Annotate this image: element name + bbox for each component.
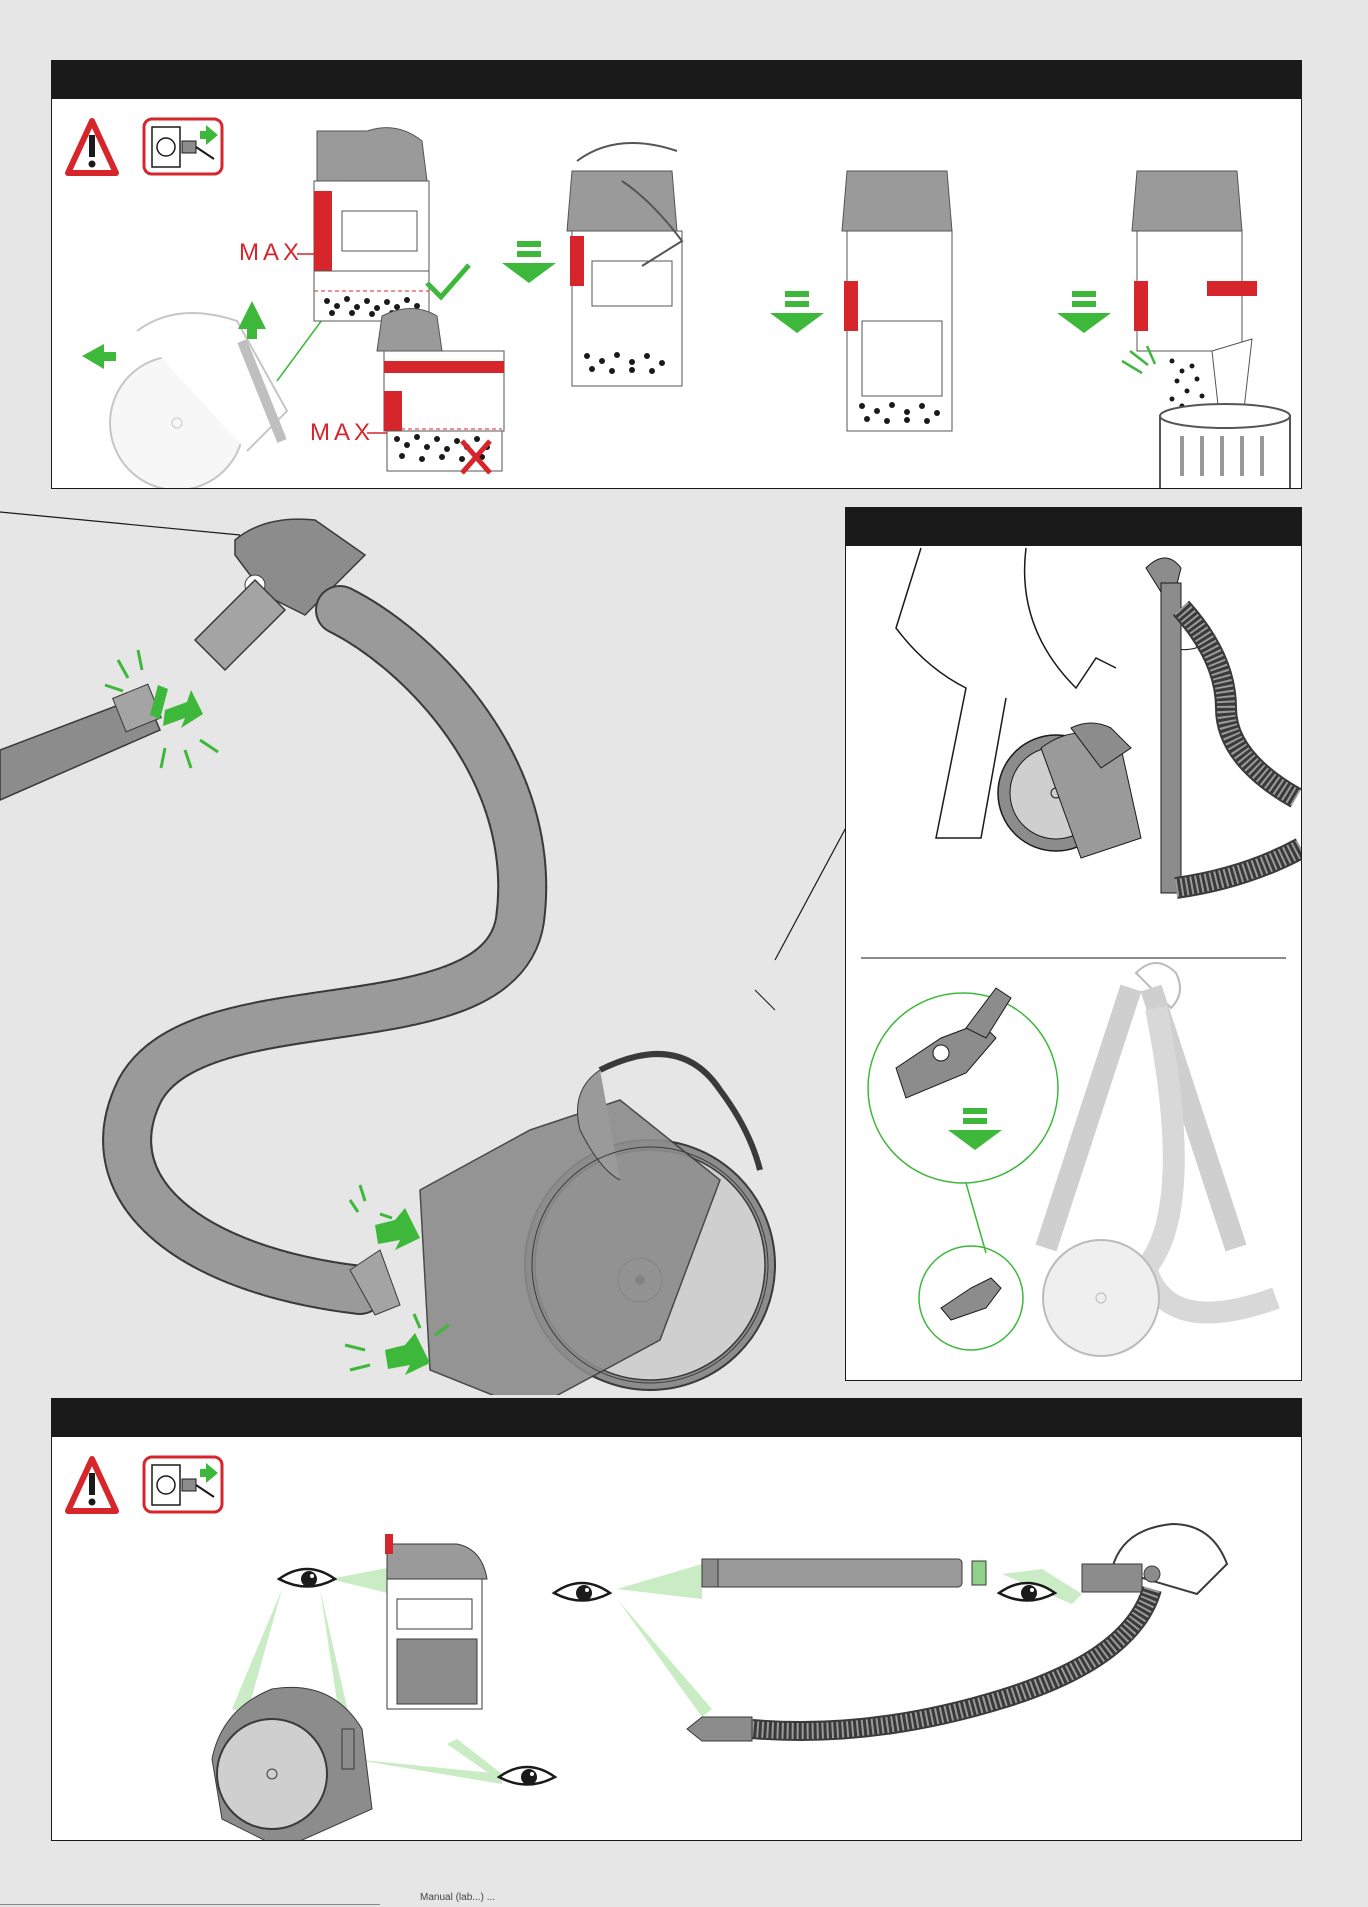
down-arrow-icon [502,241,556,283]
bin-emptying-illustration [1122,171,1290,489]
down-arrow-icon [948,1108,1002,1150]
release-arrow-left-icon [82,344,116,369]
cyclone-bin-illustration [385,1534,487,1709]
bin-release-illustration [567,143,682,386]
carrying-canister-illustration [896,548,1301,893]
canister-body-illustration [212,1687,372,1841]
check-mark-icon [427,265,469,297]
eye-icon [499,1767,555,1785]
max-fill-label-overfilled: MAX [310,419,374,447]
bin-below-max-illustration [314,128,429,321]
eye-icon [279,1569,335,1587]
bin-base-open-illustration [842,171,952,431]
down-arrow-icon [770,291,824,333]
unplug-icon [144,119,222,174]
check-blockages-panel [51,1398,1302,1841]
eye-icon [554,1583,610,1601]
max-fill-label: MAX [239,239,303,267]
down-arrow-icon [1057,291,1111,333]
empty-bin-panel: MAX MAX [51,60,1302,489]
hose-connection-illustration [0,490,845,1395]
hose-cuff-illustration [687,1717,752,1741]
warning-triangle-icon [68,121,116,173]
zoom-nozzle-detail [896,988,1011,1098]
wand-illustration [702,1559,986,1587]
canister-small-illustration [110,313,287,489]
footer-rule [0,1904,380,1905]
storage-illustration [1043,963,1276,1356]
footer-text: Manual (lab...) ... [420,1892,495,1903]
carry-storage-panel [845,507,1302,1381]
warning-triangle-icon [68,1459,116,1511]
detail-zoom-circle [868,993,1058,1183]
hose-handle-illustration [752,1524,1227,1731]
unplug-icon [144,1457,222,1512]
